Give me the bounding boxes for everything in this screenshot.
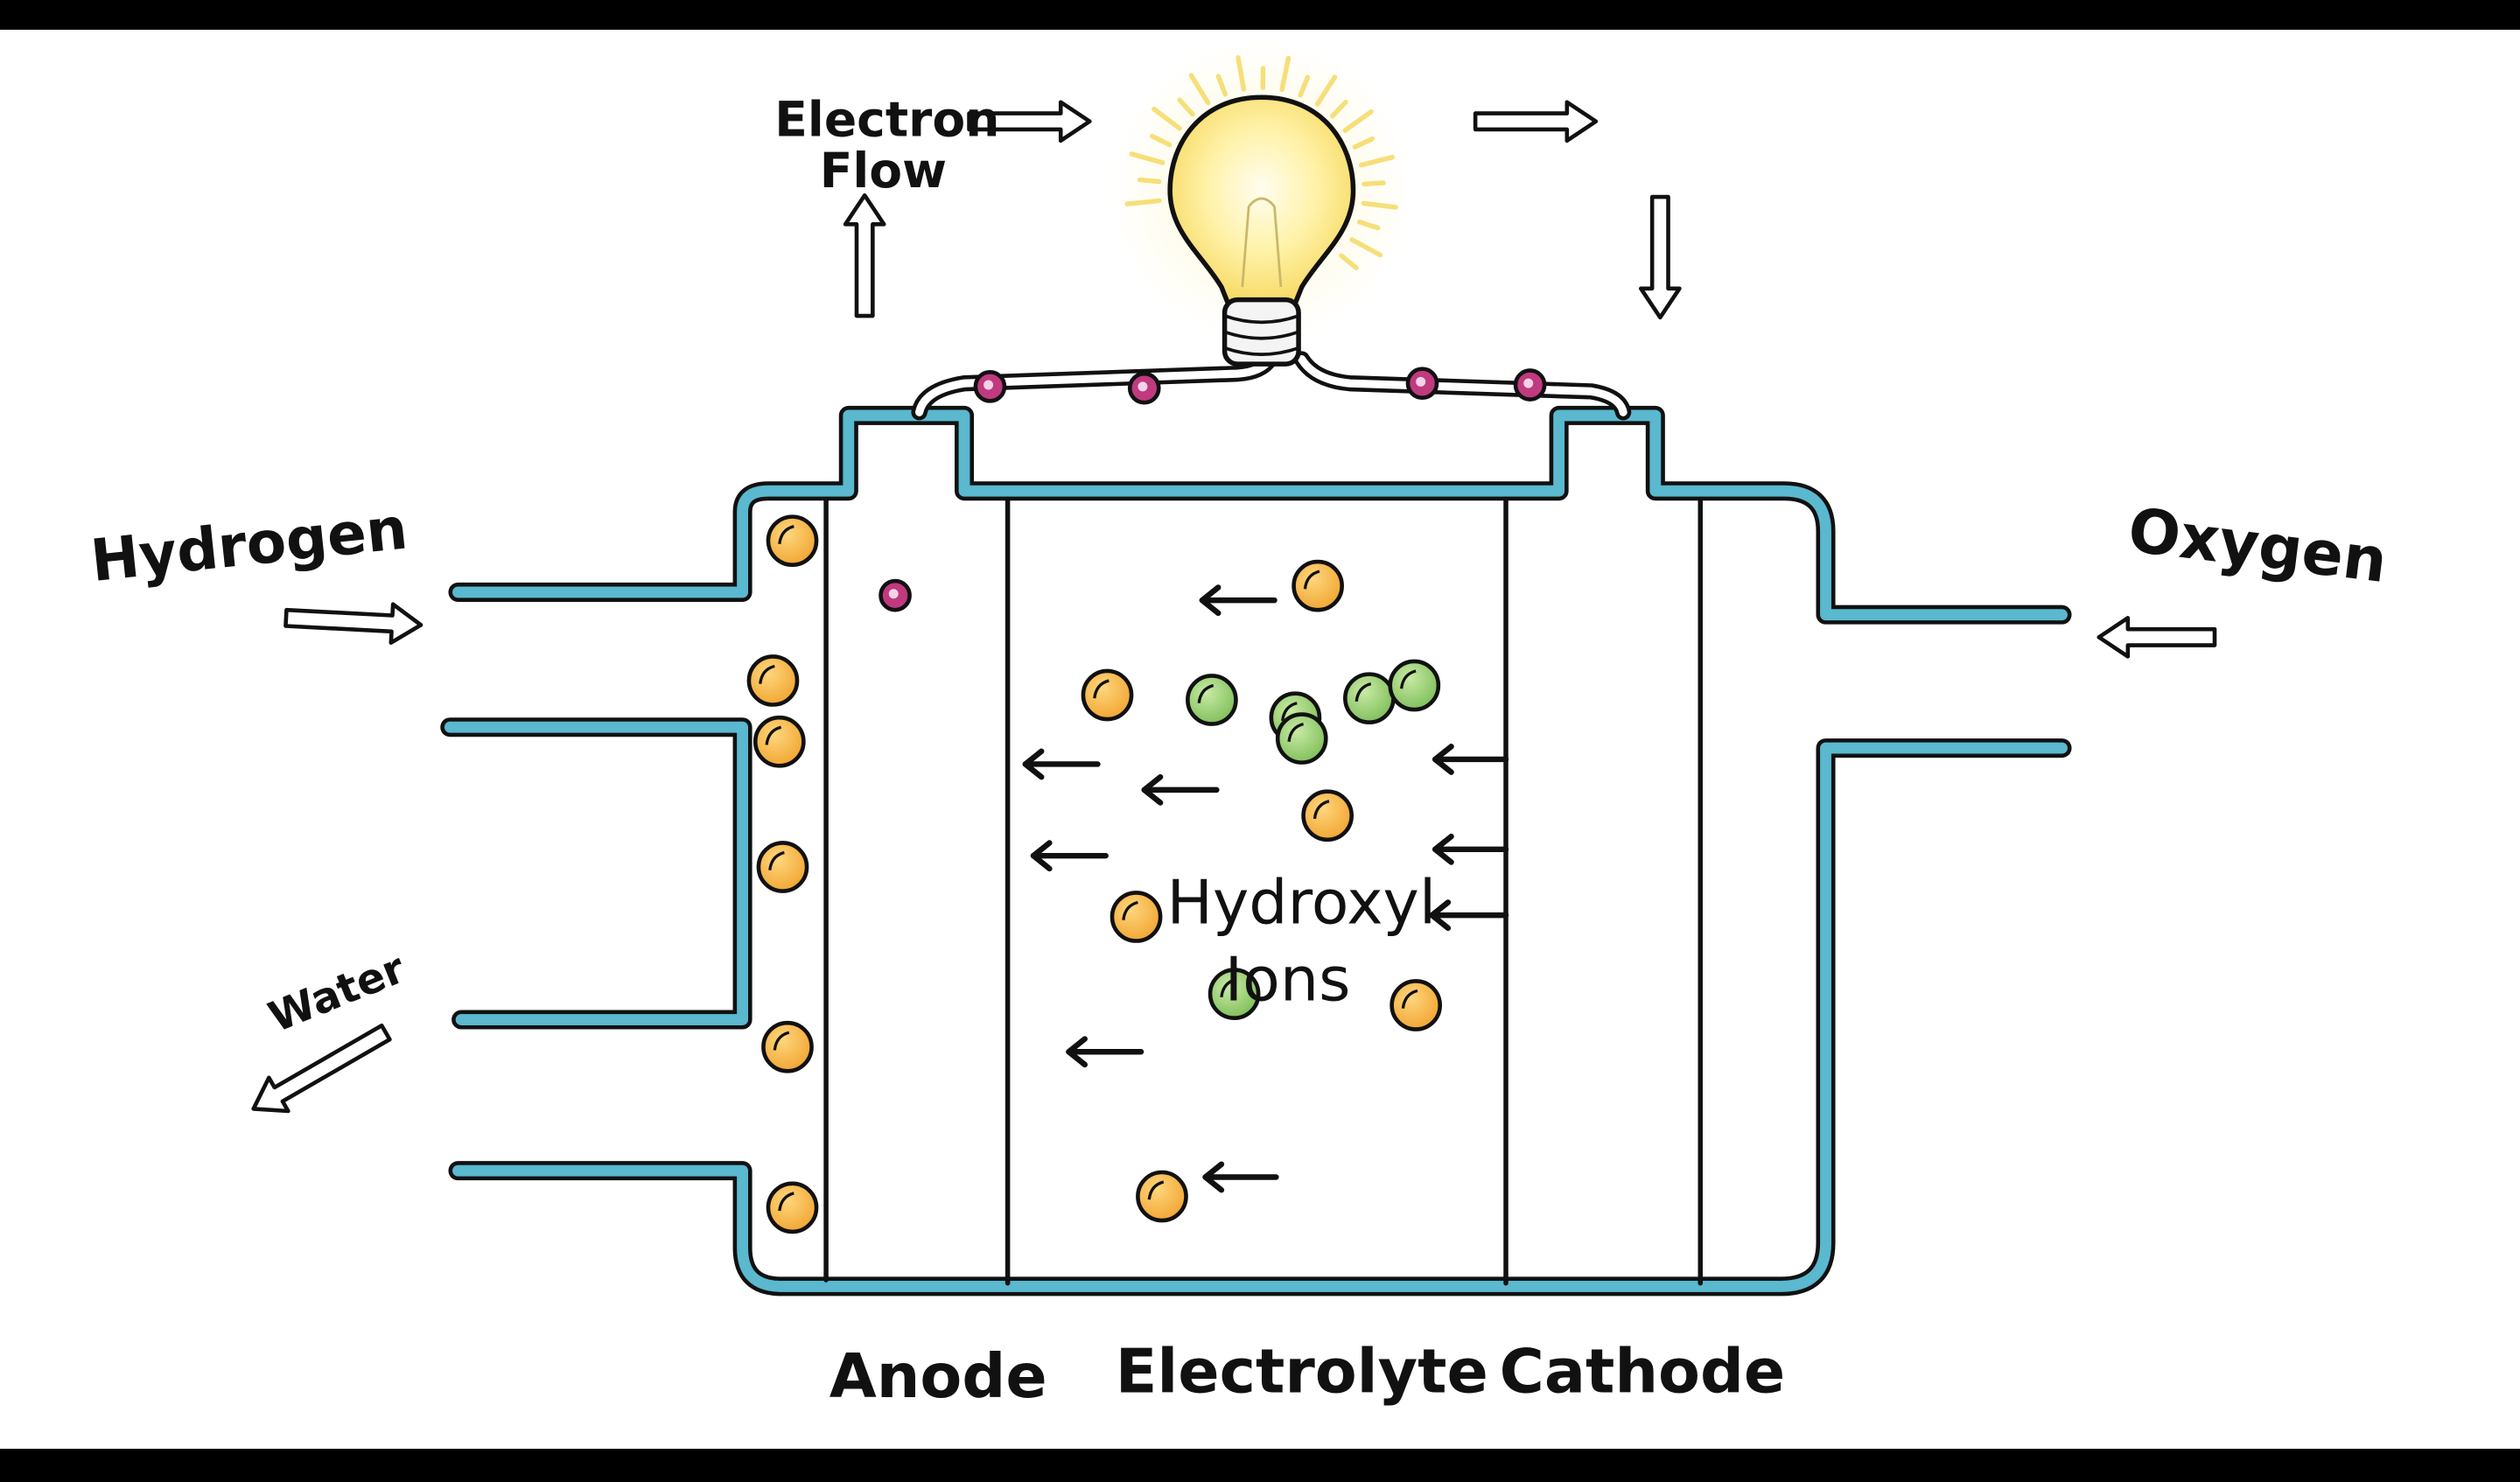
hydrogen-ion xyxy=(1110,891,1163,943)
arrow-icon xyxy=(1030,840,1109,872)
arrow-icon xyxy=(1432,833,1509,865)
layer-dividers xyxy=(823,496,1704,1286)
electron xyxy=(1127,371,1161,405)
water-outlet-arrow xyxy=(251,1023,392,1114)
hydrogen-ion xyxy=(1301,789,1354,842)
anode-label: Anode xyxy=(830,1341,1047,1412)
arrow-icon xyxy=(1022,748,1101,780)
arrow-icon xyxy=(1429,899,1509,932)
electrolyte-label: Electrolyte xyxy=(1116,1337,1488,1408)
hydroxyl-ions-label-line2: Ions xyxy=(1225,944,1351,1015)
hydrogen-ion xyxy=(766,1181,819,1234)
hydrogen-ion xyxy=(1390,979,1443,1031)
electron-flow-arrow-down xyxy=(1639,194,1682,320)
ions xyxy=(746,514,1443,1234)
hydroxyl-ion xyxy=(1275,712,1328,765)
hydrogen-ion xyxy=(1081,668,1134,722)
arrow-icon xyxy=(1199,584,1278,617)
letterbox-top xyxy=(0,0,2520,30)
electron-flow-label-line1: Electron xyxy=(774,91,999,147)
hydroxyl-ion xyxy=(1388,659,1441,712)
electron-flow-arrow-up xyxy=(843,192,886,318)
hydrogen-ion xyxy=(761,1020,814,1073)
cathode-label: Cathode xyxy=(1500,1337,1786,1408)
electron xyxy=(1513,368,1547,402)
hydrogen-ion xyxy=(766,514,819,568)
arrow-icon xyxy=(1432,744,1509,775)
hydrogen-label: Hydrogen xyxy=(88,494,410,595)
arrow-icon xyxy=(1202,1161,1279,1193)
fuel-cell-diagram: Electron Flow Hydrogen Oxygen Water Hydr… xyxy=(88,38,2390,1412)
hydrogen-inlet-arrow xyxy=(284,602,424,645)
external-circuit-wire xyxy=(911,351,1632,421)
electron-flow-label-line2: Flow xyxy=(820,143,947,199)
hydrogen-ion xyxy=(756,841,809,893)
water-label: Water xyxy=(262,944,412,1042)
electron xyxy=(878,578,912,612)
hydrogen-ion xyxy=(752,715,806,768)
electrons xyxy=(878,367,1547,612)
electron xyxy=(973,370,1007,403)
electron-flow-arrows xyxy=(251,100,2217,1114)
oxygen-inlet-arrow xyxy=(2096,616,2217,659)
hydroxyl-migration-arrows xyxy=(1022,584,1509,1193)
hydrogen-ion xyxy=(1292,559,1344,612)
oxygen-label: Oxygen xyxy=(2124,495,2390,598)
diagram-canvas: Electron Flow Hydrogen Oxygen Water Hydr… xyxy=(0,30,2520,1449)
hydroxyl-ion xyxy=(1208,968,1261,1020)
light-bulb-icon xyxy=(1109,38,1415,367)
electron-flow-arrow-right-1 xyxy=(967,100,1092,143)
hydroxyl-ion xyxy=(1343,672,1396,725)
arrow-icon xyxy=(1066,1036,1144,1068)
fuel-cell-casing xyxy=(440,405,2072,1297)
arrow-icon xyxy=(1141,773,1220,806)
hydroxyl-ions-label-line1: Hydroxyl xyxy=(1166,867,1436,938)
letterbox-bottom xyxy=(0,1449,2520,1482)
electron-flow-arrow-right-2 xyxy=(1473,100,1599,143)
electron xyxy=(1405,367,1439,400)
labels: Electron Flow Hydrogen Oxygen Water Hydr… xyxy=(88,91,2390,1412)
hydroxyl-ion xyxy=(1186,674,1238,726)
hydrogen-ion xyxy=(1136,1170,1188,1223)
hydrogen-ion xyxy=(746,654,800,707)
